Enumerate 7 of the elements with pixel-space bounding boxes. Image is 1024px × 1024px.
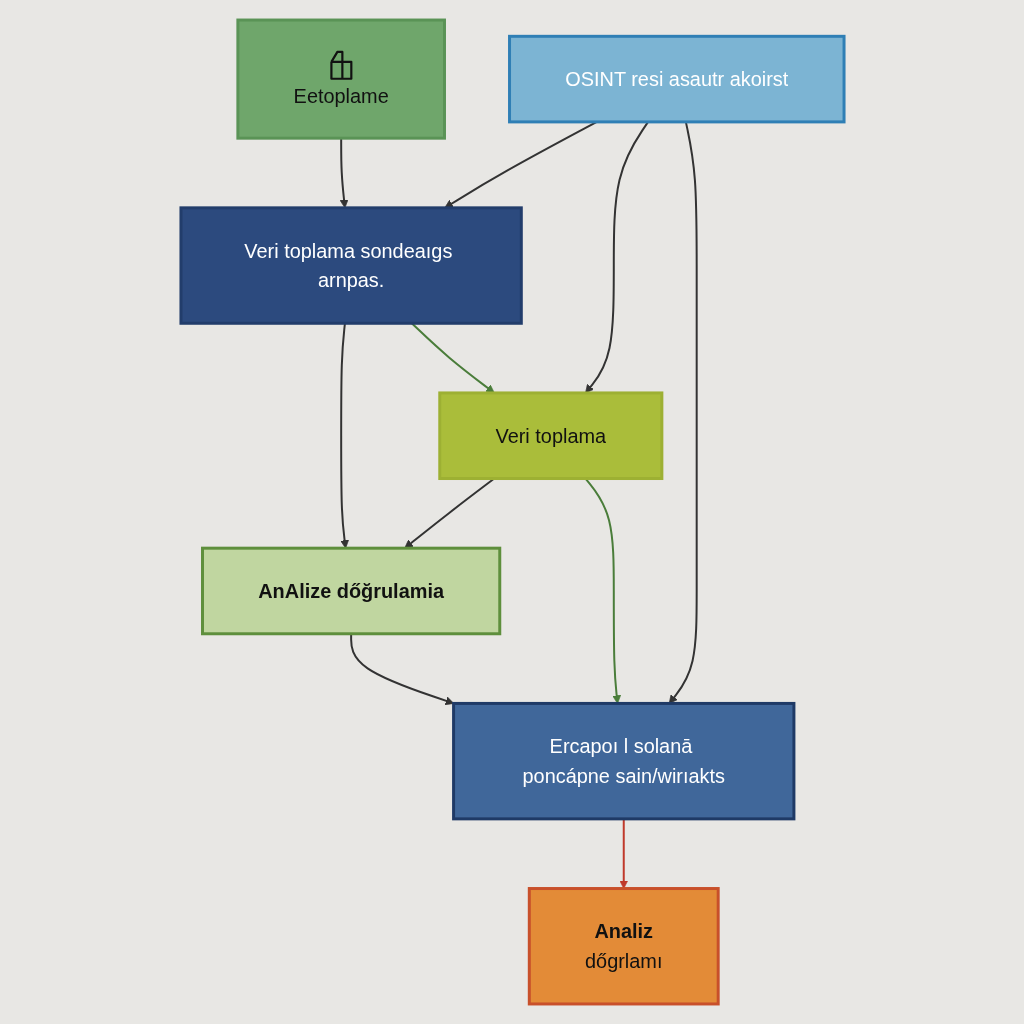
node-box: OSINT resi asautr akoirst <box>507 34 846 124</box>
node-box: Ercapoı l solanā poncápne sain/wirıakts <box>451 701 795 821</box>
node-box: Veri toplama sondeaıgs arnpas. <box>178 206 523 325</box>
node-box: AnAlize dőğrulamia <box>200 546 501 636</box>
node-box: Veri toplama <box>437 391 663 480</box>
node-box: Eetoplame <box>235 18 446 140</box>
node-box: Analiz dőgrlamı <box>527 887 720 1006</box>
